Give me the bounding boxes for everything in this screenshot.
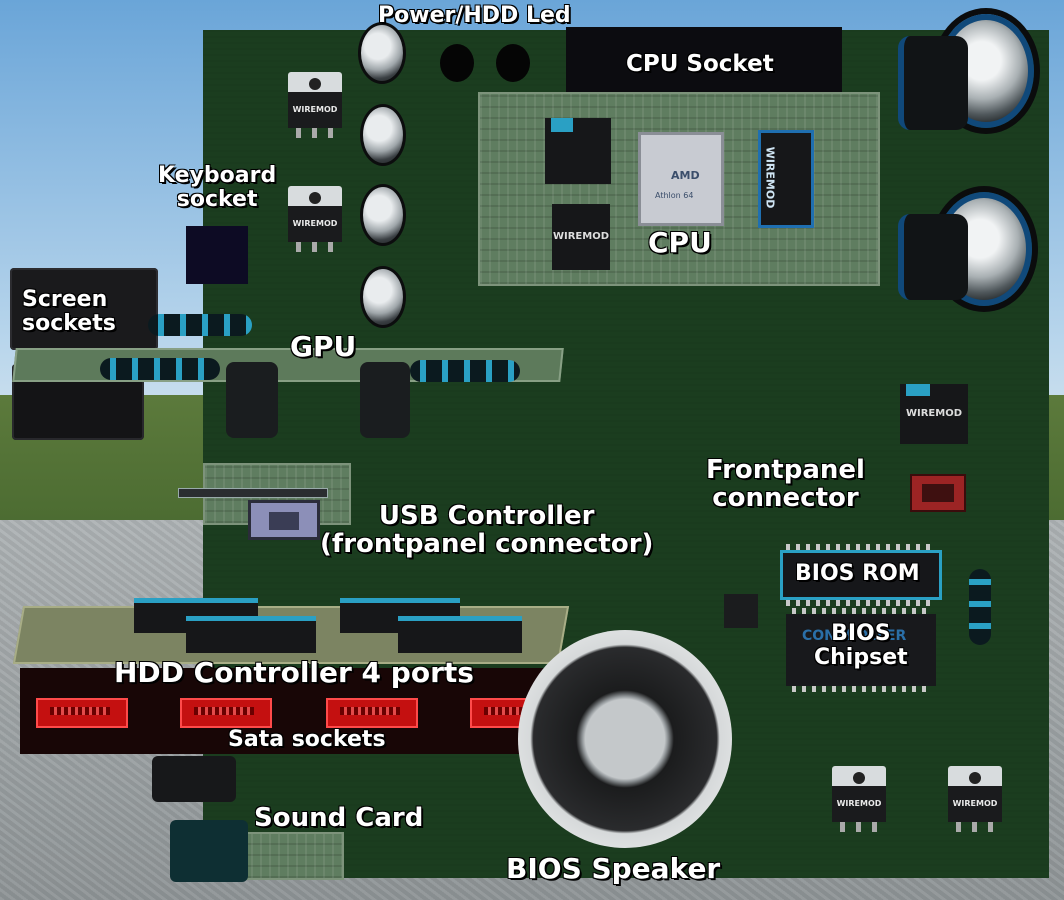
bios-chipset-pins-bottom	[792, 686, 932, 692]
label-power-hdd-led: Power/HDD Led	[378, 4, 571, 28]
hdd-led	[496, 44, 530, 82]
sata-socket-1	[36, 698, 128, 728]
power-led	[440, 44, 474, 82]
label-frontpanel-connector: Frontpanel connector	[706, 456, 865, 512]
sata-socket-3	[326, 698, 418, 728]
bios-chipset-pins-top	[792, 608, 932, 614]
cpu-chip-right-text: WIREMOD	[763, 147, 776, 209]
capacitor-2	[360, 104, 406, 166]
label-bios-rom: BIOS ROM	[795, 562, 920, 586]
amd-sub-text: Athlon 64	[655, 191, 693, 200]
capacitor-1	[358, 22, 406, 84]
label-gpu: GPU	[290, 332, 356, 362]
frontpanel-port-icon	[922, 484, 954, 502]
frontpanel-chip-text: WIREMOD	[906, 408, 962, 419]
capacitor-4	[360, 266, 406, 328]
keyboard-socket	[186, 226, 248, 284]
label-hdd-controller: HDD Controller 4 ports	[114, 658, 474, 688]
bios-rom-pins-top	[786, 544, 936, 550]
gpu-resistor-top	[148, 314, 252, 336]
usb-port-socket-icon	[269, 512, 299, 530]
cpu-chip-right: WIREMOD	[758, 130, 814, 228]
label-keyboard-socket: Keyboard socket	[158, 164, 276, 212]
cpu-chip-left-blue	[551, 118, 573, 132]
regulator-4-text: WIREMOD	[948, 786, 1002, 822]
frontpanel-connector	[910, 474, 966, 512]
regulator-1-text: WIREMOD	[288, 92, 342, 128]
gpu-capacitor-2	[360, 362, 410, 438]
regulator-3: WIREMOD	[832, 766, 886, 830]
label-bios-chipset: BIOS Chipset	[814, 622, 908, 670]
usb-port	[248, 500, 320, 540]
regulator-3-text: WIREMOD	[832, 786, 886, 822]
label-screen-sockets: Screen sockets	[22, 288, 116, 336]
sound-card-board	[240, 832, 344, 880]
label-cpu: CPU	[648, 228, 712, 258]
hdd-chip-2	[186, 616, 316, 653]
capacitor-3	[360, 184, 406, 246]
label-usb-controller: USB Controller (frontpanel connector)	[320, 502, 653, 558]
cpu-chip-bottom-text: WIREMOD	[553, 231, 609, 242]
gpu-capacitor-1	[226, 362, 278, 438]
hdd-chip-4	[398, 616, 522, 653]
amd-logo-text: AMD	[671, 169, 700, 182]
gpu-resistor-2	[410, 360, 520, 382]
big-capacitor-top-body	[898, 36, 968, 130]
amd-cpu-chip: AMD Athlon 64	[638, 132, 724, 226]
label-cpu-socket: CPU Socket	[626, 52, 774, 77]
frontpanel-chip-blue	[906, 384, 930, 396]
regulator-2: WIREMOD	[288, 186, 342, 250]
label-sata-sockets: Sata sockets	[228, 728, 386, 752]
bios-rom-pins-bottom	[786, 600, 936, 606]
bios-small-switch	[724, 594, 758, 628]
regulator-4: WIREMOD	[948, 766, 1002, 830]
sound-card-jack	[152, 756, 236, 802]
cpu-chip-bottom: WIREMOD	[552, 204, 610, 270]
gpu-resistor-1	[100, 358, 220, 380]
sound-card-socket	[170, 820, 248, 882]
usb-slot	[178, 488, 328, 498]
regulator-2-text: WIREMOD	[288, 206, 342, 242]
big-capacitor-bottom-body	[898, 214, 968, 300]
regulator-1: WIREMOD	[288, 72, 342, 136]
bios-resistor	[969, 569, 991, 645]
label-bios-speaker: BIOS Speaker	[506, 854, 720, 884]
sata-socket-2	[180, 698, 272, 728]
bios-speaker	[518, 630, 732, 848]
label-sound-card: Sound Card	[254, 804, 423, 832]
